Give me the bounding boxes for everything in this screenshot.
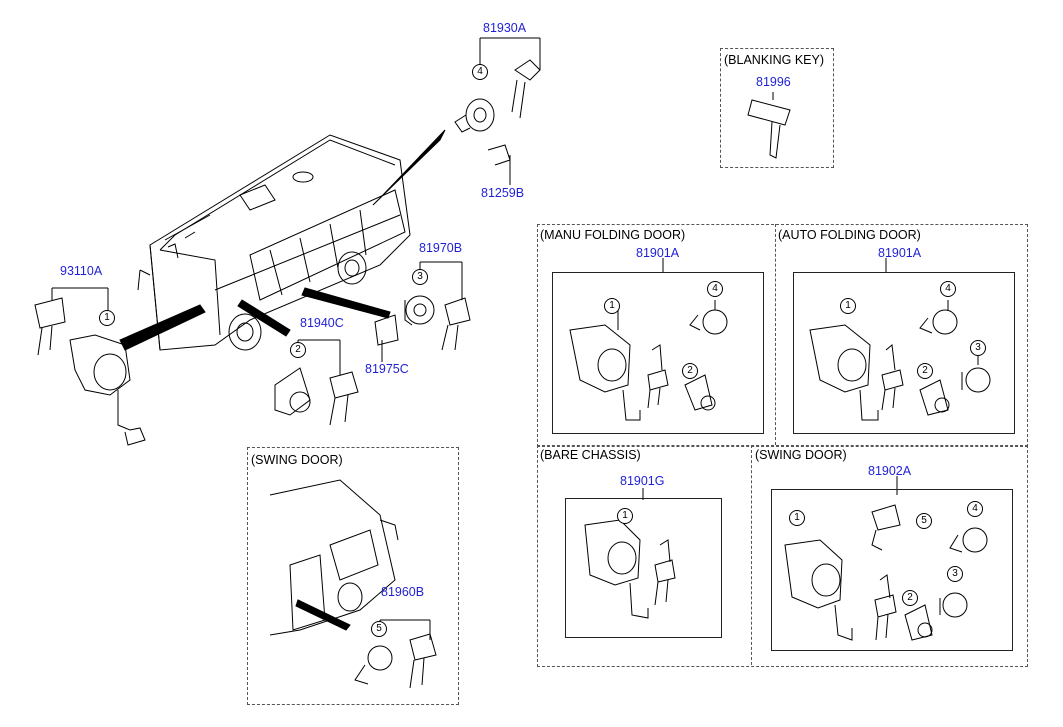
part-link-81902A[interactable]: 81902A	[868, 464, 912, 478]
blanking-key-box	[720, 48, 834, 168]
auto-folding-heading: (AUTO FOLDING DOOR)	[778, 228, 921, 242]
callout-4-manu: 4	[707, 281, 723, 297]
part-link-81901G[interactable]: 81901G	[620, 474, 665, 488]
manu-folding-drawing	[569, 258, 728, 421]
callout-3-81970B: 3	[412, 269, 428, 285]
callout-2-auto: 2	[917, 363, 933, 379]
part-link-81901A-auto[interactable]: 81901A	[878, 246, 922, 260]
part-81975C-drawing	[374, 314, 399, 346]
callout-2-81940C: 2	[290, 342, 306, 358]
swing-door-left-box	[247, 447, 459, 705]
blanking-key-heading: (BLANKING KEY)	[724, 53, 825, 67]
arrow-to-81970B	[301, 287, 391, 319]
part-link-81259B[interactable]: 81259B	[481, 186, 525, 200]
part-81259B-drawing	[487, 144, 511, 166]
callout-3-swing: 3	[947, 566, 963, 582]
part-link-81901A-manu[interactable]: 81901A	[636, 246, 680, 260]
part-link-81970B[interactable]: 81970B	[419, 241, 463, 255]
part-81970B-drawing	[404, 295, 471, 351]
part-link-81975C[interactable]: 81975C	[365, 362, 409, 376]
callout-5-81960B: 5	[371, 621, 387, 637]
bare-chassis-heading: (BARE CHASSIS)	[540, 448, 641, 462]
part-81930A-drawing	[454, 59, 541, 133]
callout-1-swing: 1	[789, 510, 805, 526]
callout-2-manu: 2	[682, 363, 698, 379]
manu-folding-heading: (MANU FOLDING DOOR)	[540, 228, 686, 242]
auto-folding-drawing	[809, 258, 991, 421]
callout-5-swing: 5	[916, 513, 932, 529]
callout-4-swing: 4	[967, 501, 983, 517]
bare-chassis-frame	[565, 498, 722, 638]
swing-door-right-heading: (SWING DOOR)	[755, 448, 847, 462]
callout-2-swing: 2	[902, 590, 918, 606]
manu-folding-frame	[552, 272, 764, 434]
part-link-81960B[interactable]: 81960B	[381, 585, 425, 599]
part-link-81940C[interactable]: 81940C	[300, 316, 344, 330]
auto-folding-frame	[793, 272, 1015, 434]
chassis-divider	[751, 445, 752, 665]
arrow-to-93110A	[119, 304, 206, 351]
part-link-81996[interactable]: 81996	[756, 75, 791, 89]
arrow-to-81940C	[237, 299, 291, 337]
swing-door-illustration	[269, 479, 437, 689]
callout-1-manu: 1	[604, 298, 620, 314]
part-81940C-drawing	[274, 367, 359, 426]
callout-1-93110A: 1	[99, 310, 115, 326]
folding-door-box	[537, 224, 1028, 447]
bus-illustration	[137, 134, 411, 351]
part-93110A-drawing	[34, 297, 146, 446]
callout-1-chassis: 1	[617, 508, 633, 524]
chassis-swing-box	[537, 445, 1028, 667]
folding-divider	[775, 224, 776, 445]
swing-door-left-heading: (SWING DOOR)	[251, 453, 343, 467]
callout-3-auto: 3	[970, 340, 986, 356]
callout-1-auto: 1	[840, 298, 856, 314]
arrow-to-81930A	[372, 129, 446, 206]
part-link-93110A[interactable]: 93110A	[60, 264, 103, 278]
part-link-81930A[interactable]: 81930A	[483, 21, 527, 35]
swing-door-right-frame	[771, 489, 1013, 651]
callout-4-81930A: 4	[472, 64, 488, 80]
callout-4-auto: 4	[940, 281, 956, 297]
swing-door-right-drawing	[784, 476, 988, 641]
part-81996-drawing	[747, 99, 791, 159]
